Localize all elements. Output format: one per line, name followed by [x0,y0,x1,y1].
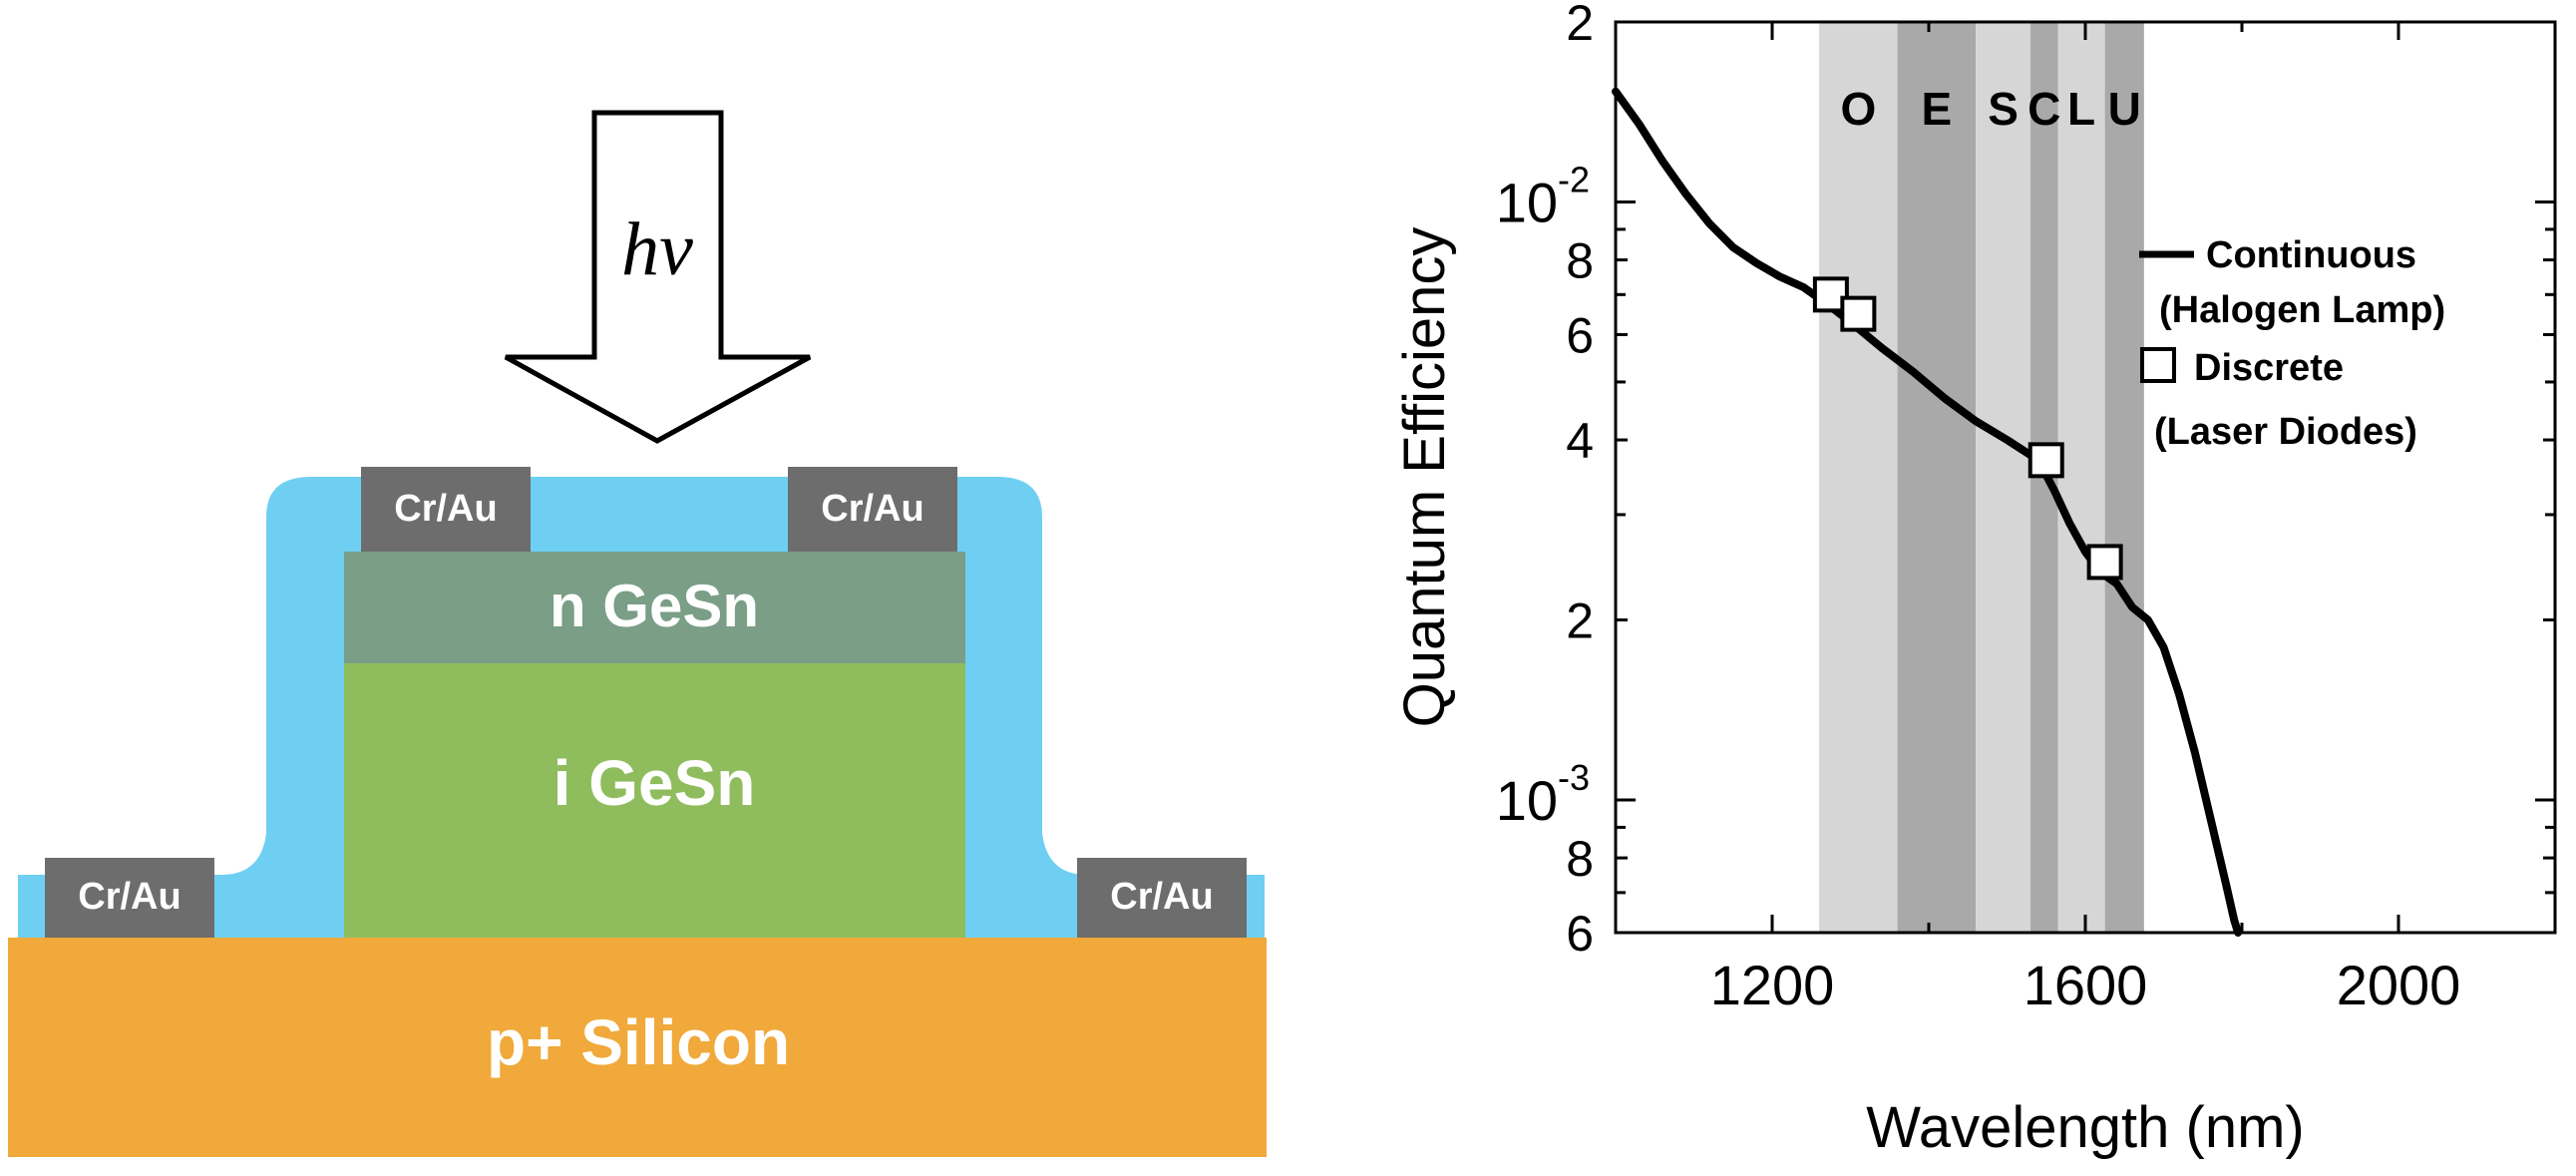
contact-label: Cr/Au [821,488,923,530]
legend-label: (Halogen Lamp) [2159,289,2445,331]
contact-top-right: Cr/Au [788,467,957,552]
photon-energy-label: hν [621,207,693,291]
band-s [1976,22,2031,933]
y-tick-exponent: -3 [1558,757,1590,798]
series-continuous [1612,87,2243,937]
y-tick-label: 8 [1566,233,1594,289]
series-line [1612,87,2243,937]
y-tick-label: 10 [1496,769,1558,832]
n-layer [344,552,965,663]
contact-label: Cr/Au [1110,876,1213,918]
band-o [1819,22,1898,933]
y-tick-label: 6 [1566,307,1594,363]
legend-label: Continuous [2206,234,2416,276]
y-tick-label: 2 [1566,0,1594,51]
band-u [2104,22,2144,933]
band-label: L [2067,83,2095,135]
data-point [1840,295,1877,332]
band-e [1897,22,1977,933]
legend-marker-swatch [2140,347,2176,383]
legend-label: (Laser Diodes) [2154,411,2417,453]
band-label: C [2027,83,2060,135]
data-point [2086,544,2123,581]
y-tick-label: 8 [1566,831,1594,887]
x-axis: 1200 1600 2000 [1710,22,2461,1016]
contact-top-left: Cr/Au [361,467,531,552]
device-schematic: p+ Silicon i GeSn n GeSn Cr/Au Cr/Au Cr/… [8,110,1267,1157]
band-label: U [2108,83,2141,135]
y-tick-exponent: -2 [1558,159,1590,199]
legend-label: Discrete [2194,347,2344,389]
x-tick-label: 1200 [1710,954,1835,1016]
band-label: O [1840,83,1876,135]
data-point [2027,442,2064,479]
band-l [2057,22,2105,933]
light-arrow-icon [504,110,812,444]
intrinsic-label: i GeSn [553,747,756,819]
y-tick-label: 6 [1566,906,1594,962]
contact-label: Cr/Au [394,488,497,530]
contact-label: Cr/Au [78,876,181,918]
contact-bottom-right: Cr/Au [1077,858,1247,938]
y-tick-label: 10 [1496,171,1558,233]
x-axis-label: Wavelength (nm) [1866,1095,2304,1160]
series-discrete [1812,276,2123,581]
intrinsic-layer [344,663,965,938]
x-tick-label: 2000 [2337,954,2461,1016]
substrate-layer [8,938,1267,1157]
y-tick-label: 2 [1566,593,1594,649]
y-axis-label: Quantum Efficiency [1392,227,1457,728]
n-layer-label: n GeSn [550,573,759,639]
x-tick-label: 1600 [2024,954,2148,1016]
band-label: S [1988,83,2019,135]
contact-bottom-left: Cr/Au [45,858,214,938]
telecom-bands [1819,22,2144,933]
substrate-label: p+ Silicon [487,1006,790,1078]
band-label: E [1922,83,1953,135]
legend: Continuous (Halogen Lamp) Discrete (Lase… [2139,234,2445,453]
y-tick-label: 4 [1566,413,1594,469]
